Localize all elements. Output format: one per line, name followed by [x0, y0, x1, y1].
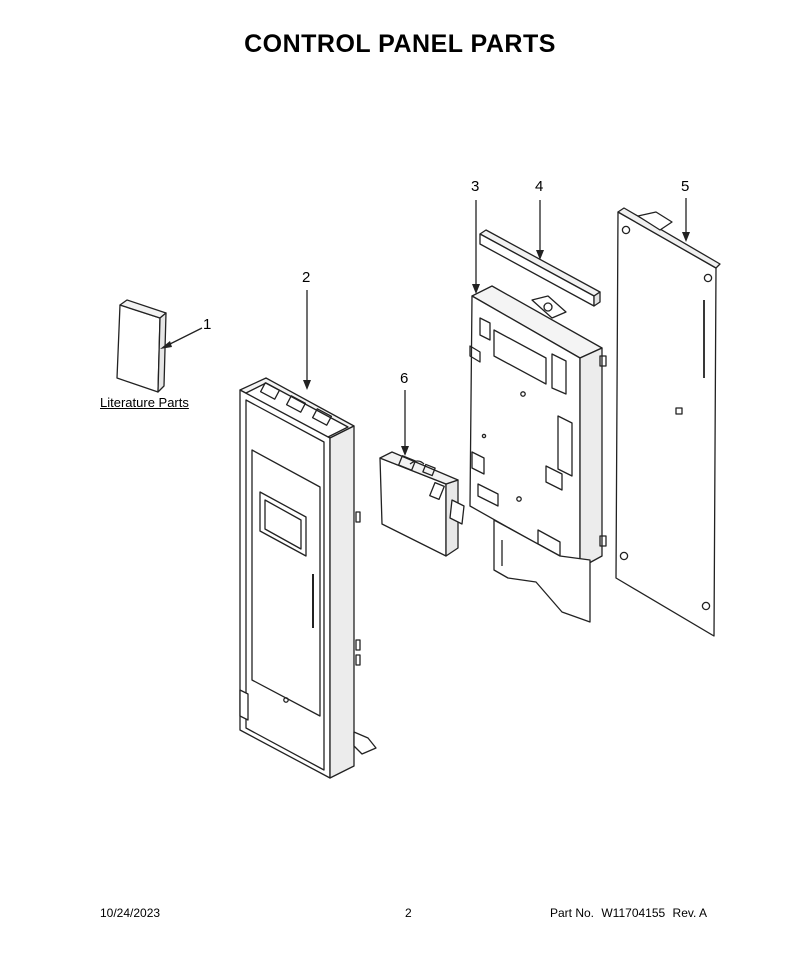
- callout-4: 4: [535, 178, 544, 195]
- leader-arrow-2: [303, 290, 311, 390]
- leader-arrow-3: [472, 200, 480, 294]
- leader-arrow-1: [160, 328, 202, 349]
- callout-1: 1: [203, 316, 212, 333]
- part-5-membrane-panel: [616, 208, 720, 636]
- part-1-literature-booklet: [117, 300, 166, 392]
- part-3-control-bracket: [470, 286, 606, 622]
- callout-3: 3: [471, 178, 480, 195]
- part-4-gasket-strip: [480, 230, 600, 306]
- leader-arrow-5: [682, 198, 690, 242]
- part-2-control-panel-housing: [240, 378, 376, 778]
- leader-arrow-6: [401, 390, 409, 456]
- literature-parts-label: Literature Parts: [100, 395, 189, 410]
- callout-5: 5: [681, 178, 690, 195]
- callout-6: 6: [400, 370, 409, 387]
- footer-part-label: Part No.: [550, 906, 595, 920]
- callout-2: 2: [302, 269, 311, 286]
- footer-date: 10/24/2023: [100, 906, 161, 920]
- leader-arrow-4: [536, 200, 544, 260]
- footer-page-number: 2: [405, 906, 412, 920]
- part-6-keypad-module: [380, 452, 464, 556]
- footer-part-number: W11704155: [601, 906, 666, 920]
- footer-revision: Rev. A: [672, 906, 707, 920]
- page-title: CONTROL PANEL PARTS: [244, 30, 556, 58]
- footer-part-info: Part No. W11704155 Rev. A: [550, 906, 711, 920]
